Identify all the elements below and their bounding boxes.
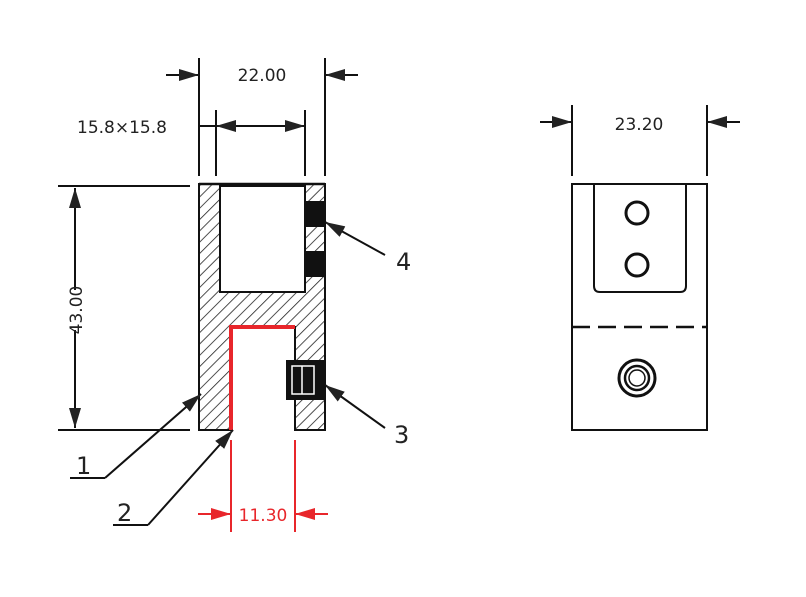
callout-1: 1 bbox=[76, 452, 91, 480]
hole-lower bbox=[624, 252, 650, 278]
callout-4: 4 bbox=[396, 248, 411, 276]
callout-2: 2 bbox=[117, 499, 132, 527]
dim-overall-width: 22.00 bbox=[166, 58, 358, 176]
hole-upper bbox=[624, 200, 650, 226]
side-view: 23.20 bbox=[540, 105, 740, 431]
screw-4-upper bbox=[305, 201, 325, 227]
dim-label-22: 22.00 bbox=[238, 66, 287, 86]
dim-label-11-30: 11.30 bbox=[239, 506, 288, 526]
callouts: 1 2 3 4 bbox=[70, 221, 411, 527]
dim-label-23-20: 23.20 bbox=[615, 115, 664, 135]
countersunk-hole bbox=[617, 358, 657, 398]
screw-4-lower bbox=[305, 251, 325, 277]
dim-label-15-8: 15.8×15.8 bbox=[77, 118, 167, 138]
dim-square-section: 15.8×15.8 bbox=[77, 110, 306, 176]
callout-3: 3 bbox=[394, 421, 409, 449]
section-view bbox=[198, 182, 326, 431]
dim-height: 43.00 bbox=[58, 185, 190, 431]
red-insert-line bbox=[229, 325, 295, 430]
dim-slot-width: 11.30 bbox=[198, 440, 328, 532]
dim-label-43: 43.00 bbox=[67, 286, 87, 335]
